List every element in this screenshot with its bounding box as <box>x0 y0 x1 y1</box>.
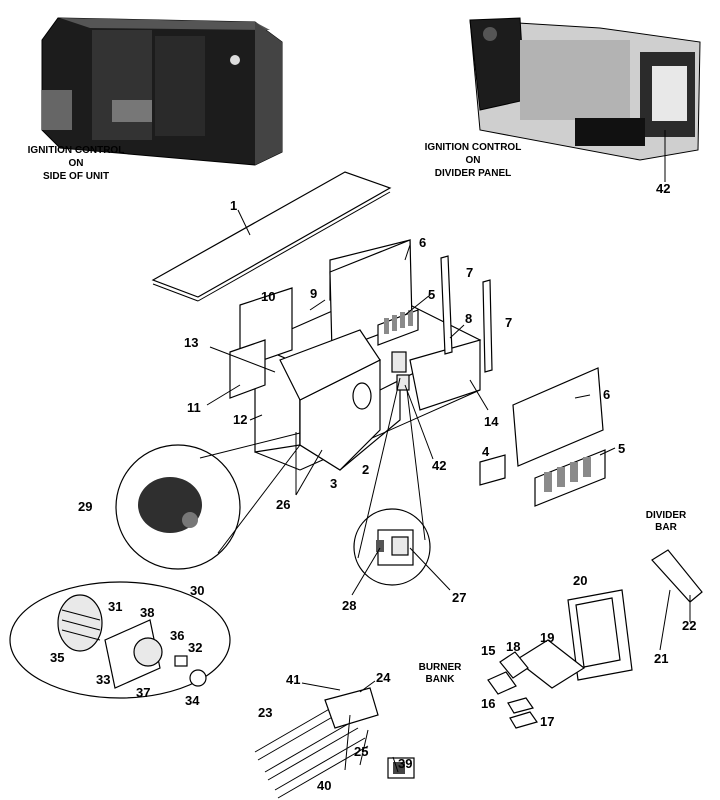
side-frame-7b <box>482 279 493 373</box>
callout-29: 29 <box>78 499 92 514</box>
callout-41: 41 <box>286 672 300 687</box>
callout-14: 14 <box>484 414 499 429</box>
callout-20: 20 <box>573 573 587 588</box>
callout-32: 32 <box>188 640 202 655</box>
callout-42-photo: 42 <box>656 181 670 196</box>
callout-35: 35 <box>50 650 64 665</box>
callout-22: 22 <box>682 618 696 633</box>
unit-photo-left <box>41 17 283 166</box>
part-15 <box>487 671 517 695</box>
callout-10: 10 <box>261 289 275 304</box>
detail-circle-control <box>353 377 431 586</box>
side-frame-7a <box>440 255 453 355</box>
divider-bar <box>651 549 703 603</box>
part-4 <box>479 454 506 486</box>
callout-8: 8 <box>465 311 472 326</box>
callout-16: 16 <box>481 696 495 711</box>
callout-28: 28 <box>342 598 356 613</box>
callout-39: 39 <box>398 756 412 771</box>
ignition-control-42 <box>391 351 407 373</box>
caption-burner-bank: BURNER BANK <box>419 662 463 685</box>
callout-26: 26 <box>276 497 290 512</box>
part-17 <box>509 711 538 729</box>
burner-group-20 <box>567 589 633 681</box>
callout-19: 19 <box>540 630 554 645</box>
callout-2: 2 <box>362 462 369 477</box>
part-16 <box>507 697 534 714</box>
callout-33: 33 <box>96 672 110 687</box>
louver-grille-upper <box>377 309 419 346</box>
callout-37: 37 <box>136 685 150 700</box>
callout-36: 36 <box>170 628 184 643</box>
callout-6-upper: 6 <box>419 235 426 250</box>
callout-25: 25 <box>354 744 368 759</box>
caption-photo-right: IGNITION CONTROL ON DIVIDER PANEL <box>425 142 522 179</box>
burner-box <box>279 329 381 471</box>
side-panel-6-right <box>512 367 604 467</box>
callout-21: 21 <box>654 651 668 666</box>
svg-text:ON: ON <box>466 155 481 166</box>
callout-7-lower: 7 <box>505 315 512 330</box>
blower-assembly-oval <box>9 581 231 699</box>
caption-photo-left: IGNITION CONTROL ON SIDE OF UNIT <box>28 145 125 182</box>
svg-text:DIVIDER PANEL: DIVIDER PANEL <box>435 168 512 179</box>
callout-31: 31 <box>108 599 122 614</box>
callout-9: 9 <box>310 286 317 301</box>
manifold-assembly <box>254 687 415 799</box>
caption-divider-bar: DIVIDER BAR <box>646 510 687 533</box>
callout-23: 23 <box>258 705 272 720</box>
svg-text:IGNITION CONTROL: IGNITION CONTROL <box>425 142 522 153</box>
svg-text:BURNER: BURNER <box>419 662 463 673</box>
callout-5-upper: 5 <box>428 287 435 302</box>
part-18 <box>499 651 529 679</box>
svg-text:BANK: BANK <box>426 674 456 685</box>
callout-42-main: 42 <box>432 458 446 473</box>
top-panel <box>151 171 392 298</box>
callout-3: 3 <box>330 476 337 491</box>
callout-6-lower: 6 <box>603 387 610 402</box>
panel-11 <box>229 339 266 399</box>
callout-18: 18 <box>506 639 520 654</box>
callout-38: 38 <box>140 605 154 620</box>
burner-19 <box>514 639 586 689</box>
callout-40: 40 <box>317 778 331 793</box>
callout-12: 12 <box>233 412 247 427</box>
callout-13: 13 <box>184 335 198 350</box>
louver-grille-lower <box>534 449 606 507</box>
svg-text:ON: ON <box>69 158 84 169</box>
callout-27: 27 <box>452 590 466 605</box>
svg-text:IGNITION CONTROL: IGNITION CONTROL <box>28 145 125 156</box>
svg-text:BAR: BAR <box>655 522 677 533</box>
callout-5-lower: 5 <box>618 441 625 456</box>
callout-1: 1 <box>230 198 237 213</box>
callout-24: 24 <box>376 670 391 685</box>
svg-text:SIDE OF UNIT: SIDE OF UNIT <box>43 171 109 182</box>
callout-30: 30 <box>190 583 204 598</box>
callout-17: 17 <box>540 714 554 729</box>
part-number-callouts: 1 2 3 4 5 5 6 6 7 7 8 9 10 11 12 13 14 1… <box>50 181 696 793</box>
unit-photo-right <box>469 17 701 161</box>
callout-7-upper: 7 <box>466 265 473 280</box>
callout-34: 34 <box>185 693 200 708</box>
callout-4: 4 <box>482 444 490 459</box>
svg-text:DIVIDER: DIVIDER <box>646 510 687 521</box>
leader-lines <box>206 130 691 773</box>
detail-circle-29 <box>115 432 301 570</box>
callout-11: 11 <box>187 400 201 415</box>
callout-15: 15 <box>481 643 495 658</box>
